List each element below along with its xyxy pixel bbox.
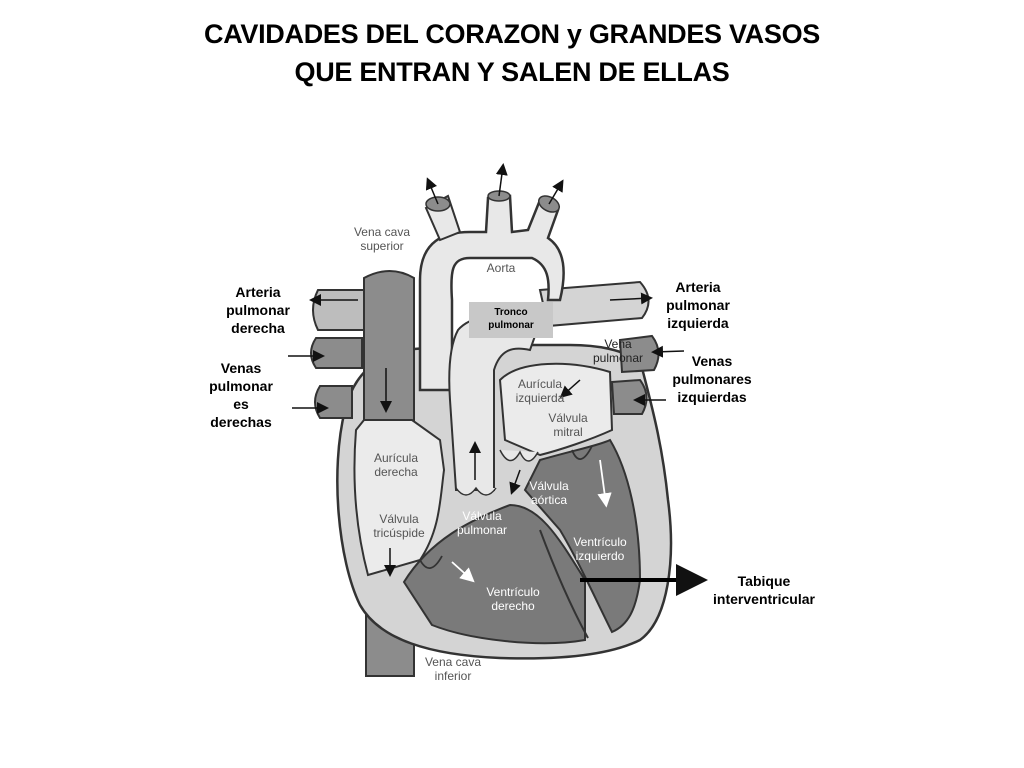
- label-tabique-interventricular: Tabique interventricular: [700, 572, 828, 608]
- vpd-line-4: derechas: [210, 414, 272, 430]
- tronco-pulmonar-label-box: Tronco pulmonar: [469, 302, 553, 338]
- valvula-aortica-shape: [499, 449, 539, 462]
- vpd-line-1: Venas: [220, 360, 262, 376]
- tabique-line-1: Tabique: [737, 573, 791, 589]
- title-line-2: QUE ENTRAN Y SALEN DE ELLAS: [294, 57, 730, 87]
- valvula-pulmonar-shape: [455, 486, 497, 496]
- vpi-line-2: pulmonares: [672, 371, 752, 387]
- api-line-3: izquierda: [667, 315, 729, 331]
- auricula-izquierda-shape: [498, 362, 614, 457]
- tronco-label-line-1: Tronco: [494, 307, 528, 318]
- vpd-line-3: es: [233, 396, 249, 412]
- tabique-line-2: interventricular: [713, 591, 815, 607]
- tronco-label-line-2: pulmonar: [488, 320, 534, 331]
- label-venas-pulmonares-derechas: Venas pulmonar es derechas: [196, 359, 286, 431]
- arrow-aorta-middle: [495, 163, 508, 197]
- venas-pulmonares-derechas-tube-1: [310, 337, 363, 369]
- vpi-line-3: izquierdas: [677, 389, 747, 405]
- title-line-1: CAVIDADES DEL CORAZON y GRANDES VASOS: [204, 19, 820, 49]
- vpi-line-1: Venas: [691, 353, 733, 369]
- ventriculo-derecho-shape: [402, 503, 586, 645]
- api-line-1: Arteria: [675, 279, 721, 295]
- apd-line-3: derecha: [231, 320, 285, 336]
- apd-line-1: Arteria: [235, 284, 281, 300]
- label-aorta: Aorta: [487, 261, 516, 275]
- arrow-aorta-left: [425, 177, 439, 205]
- tabique-interventricular-line: [539, 529, 589, 639]
- arrow-vena-pulmonar-izquierda-1: [651, 345, 685, 358]
- valvula-mitral-shape: [571, 445, 593, 460]
- arrow-auricula-izquierda: [559, 379, 581, 398]
- label-arteria-pulmonar-derecha: Arteria pulmonar derecha: [208, 283, 308, 337]
- label-arteria-pulmonar-izquierda: Arteria pulmonar izquierda: [648, 278, 748, 332]
- arrow-aorta-right: [548, 179, 564, 205]
- vpd-line-2: pulmonar: [209, 378, 273, 394]
- arteria-pulmonar-derecha-tube: [312, 289, 371, 331]
- valvula-tricuspide-shape: [419, 555, 443, 569]
- apd-line-2: pulmonar: [226, 302, 290, 318]
- venas-pulmonares-derechas-tube-2: [314, 385, 353, 419]
- arrow-ventriculo-derecho: [451, 561, 475, 583]
- arrow-arteria-pulmonar-izquierda: [609, 292, 653, 305]
- api-line-2: pulmonar: [666, 297, 730, 313]
- label-venas-pulmonares-izquierdas: Venas pulmonares izquierdas: [660, 352, 764, 406]
- arrow-aortica: [509, 469, 521, 495]
- venas-pulmonares-izquierdas-tube-2: [610, 378, 648, 415]
- arrow-ventriculo-izquierdo: [597, 459, 612, 508]
